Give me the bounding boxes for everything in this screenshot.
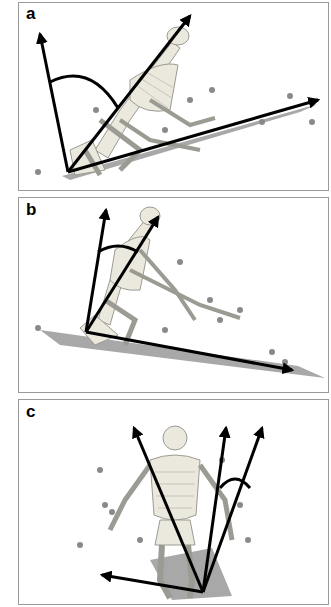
- panel-frame: [19, 3, 329, 191]
- panel-letter: b: [24, 201, 38, 218]
- panel-frame: [19, 198, 329, 393]
- panel-letter: c: [24, 403, 37, 420]
- panel-b-art: [35, 207, 325, 378]
- panel-frame: [19, 400, 329, 605]
- panel-a-art: [35, 16, 318, 180]
- panel-c-art: [77, 426, 262, 600]
- panel-letter: a: [24, 5, 37, 22]
